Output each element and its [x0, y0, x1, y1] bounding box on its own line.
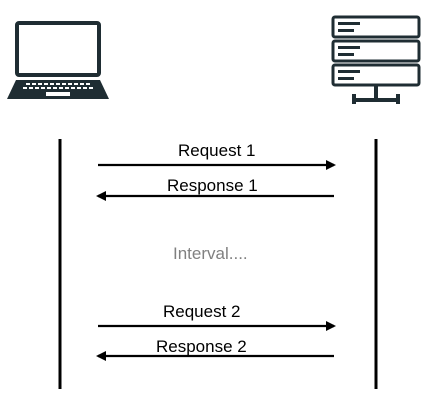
server-icon: [330, 14, 422, 108]
interval-label: Interval....: [173, 244, 248, 263]
request-1-label: Request 1: [178, 141, 256, 160]
request-2-label: Request 2: [163, 302, 241, 321]
response-2-label: Response 2: [156, 337, 247, 356]
response-1-label: Response 1: [167, 176, 258, 195]
laptop-icon: [6, 20, 110, 102]
